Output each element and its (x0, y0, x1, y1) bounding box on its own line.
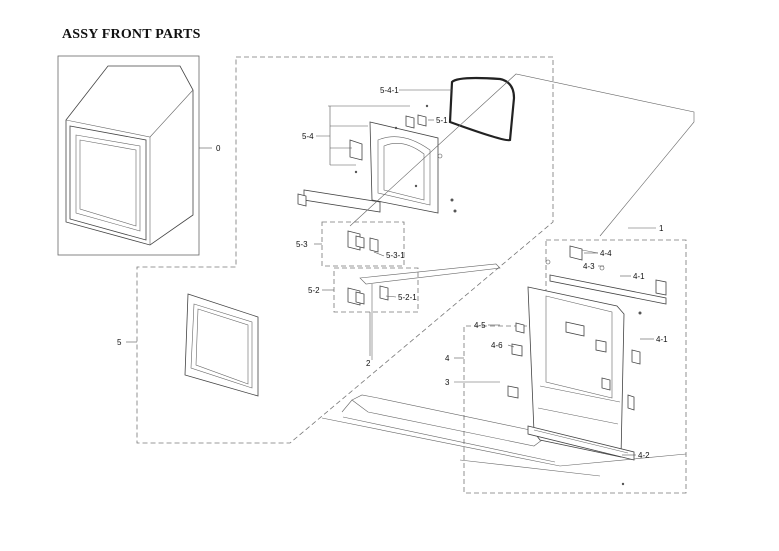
hinge-assembly-5-3 (347, 230, 379, 253)
callout-4: 4 (445, 354, 450, 363)
front-panel-base (321, 417, 687, 467)
callout-4-2: 4-2 (638, 451, 650, 460)
callout-4-3: 4-3 (583, 262, 595, 271)
handle-part-5-1 (417, 114, 434, 127)
callout-5-3-1: 5-3-1 (386, 251, 405, 260)
callout-4-6: 4-6 (491, 341, 503, 350)
leader-5-3-1 (373, 251, 385, 257)
hinge-assembly-5-2 (347, 285, 389, 306)
bottom-rail (527, 425, 635, 461)
callout-5-3: 5-3 (296, 240, 308, 249)
door-inner-frame (349, 104, 454, 214)
front-panel-outline (349, 73, 695, 237)
callout-1: 1 (659, 224, 664, 233)
hinge-group-boundary-5-2 (333, 267, 419, 313)
door-outer-panel (184, 293, 259, 397)
callout-4-5: 4-5 (474, 321, 486, 330)
bracket-right-lower (631, 349, 641, 365)
callout-0: 0 (216, 144, 221, 153)
door-gasket (448, 76, 516, 142)
dryer-product-image (65, 65, 194, 246)
callout-4-1b: 4-1 (656, 335, 668, 344)
part-4-6 (511, 343, 523, 357)
hinge-group-boundary-5-3 (321, 221, 405, 267)
callout-5-4: 5-4 (302, 132, 314, 141)
control-panel-rail (545, 259, 667, 315)
door-assembly-boundary (136, 56, 554, 444)
leader-5-2-1 (385, 295, 397, 298)
leader-4-6 (507, 344, 515, 348)
door-seal-strip (359, 263, 501, 360)
callout-5-1: 5-1 (436, 116, 448, 125)
callout-4-1a: 4-1 (633, 272, 645, 281)
small-clip (297, 193, 307, 207)
bracket-4-4 (569, 245, 599, 261)
callout-3: 3 (445, 378, 450, 387)
callout-5-2: 5-2 (308, 286, 320, 295)
panel-3 (351, 394, 543, 447)
callout-4-4: 4-4 (600, 249, 612, 258)
callout-5-4-1: 5-4-1 (380, 86, 399, 95)
bracket-right-upper (655, 279, 667, 296)
front-frame (507, 286, 635, 458)
callout-5: 5 (117, 338, 122, 347)
leader-5-4 (316, 105, 410, 166)
callout-5-2-1: 5-2-1 (398, 293, 417, 302)
callout-2: 2 (366, 359, 371, 368)
diagram-title: ASSY FRONT PARTS (62, 27, 201, 42)
